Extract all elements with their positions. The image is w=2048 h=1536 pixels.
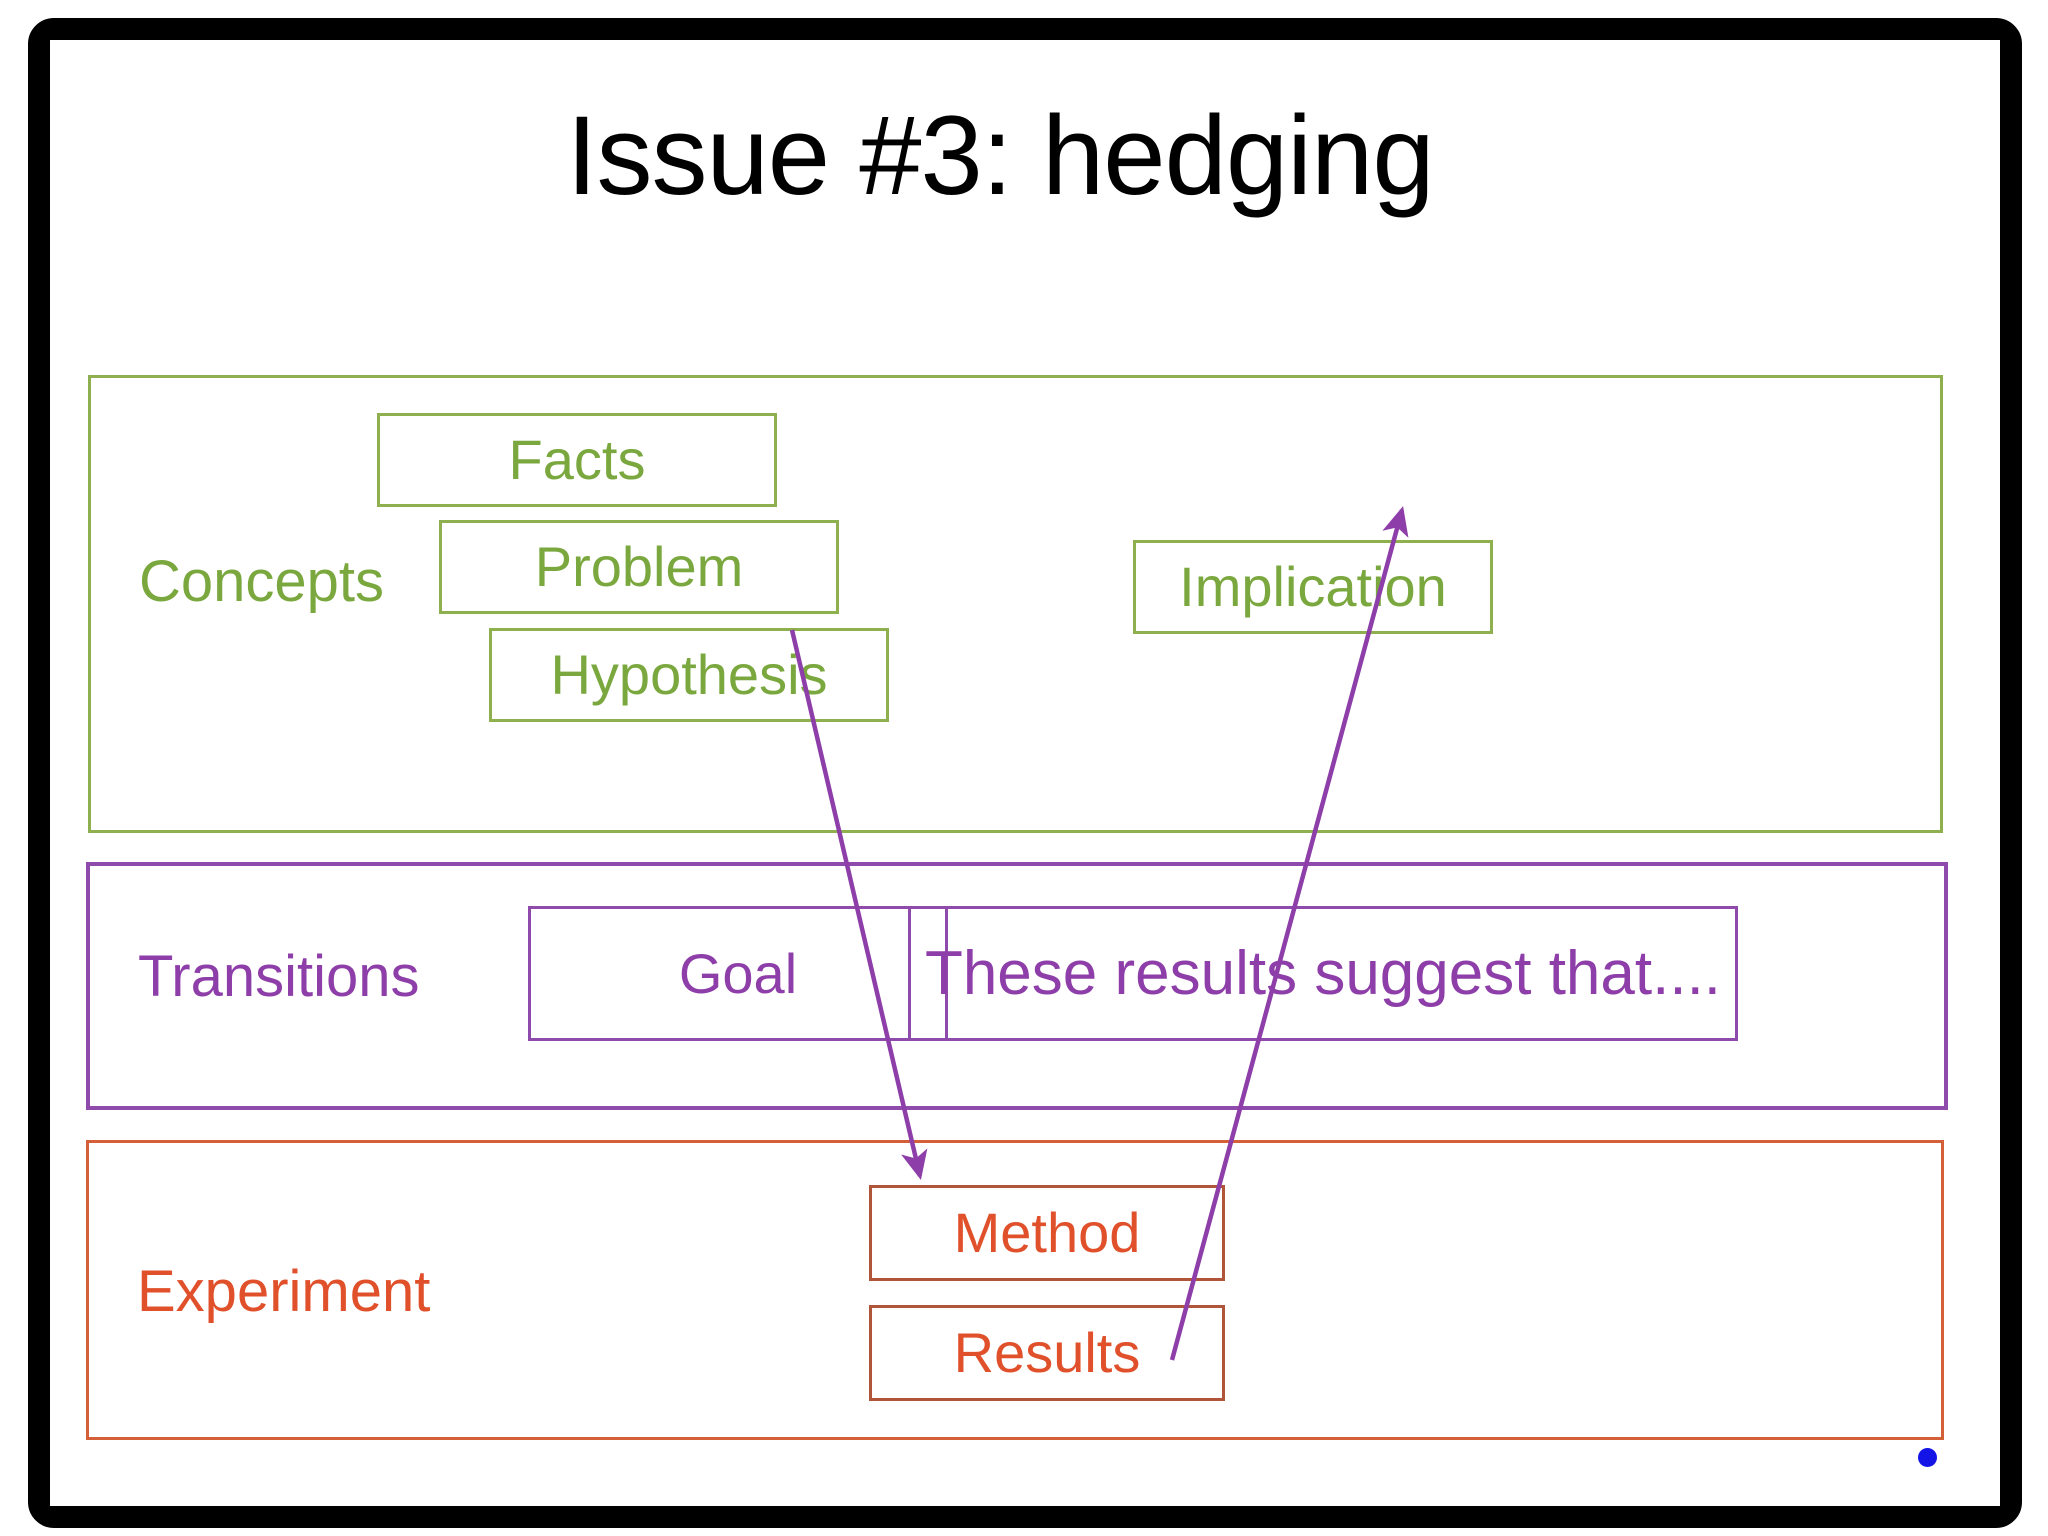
node-facts[interactable]: Facts [377, 413, 777, 507]
node-goal-label: Goal [678, 941, 798, 1005]
node-results[interactable]: Results [869, 1305, 1225, 1401]
node-these-results-suggest-label: These results suggest that.... [924, 938, 1722, 1008]
node-facts-label: Facts [508, 428, 646, 491]
node-goal[interactable]: Goal [528, 906, 948, 1041]
node-implication-label: Implication [1179, 555, 1447, 618]
slide-canvas: Issue #3: hedging Concepts Facts Problem… [50, 40, 2000, 1506]
node-hypothesis-label: Hypothesis [550, 643, 828, 706]
band-label-experiment: Experiment [137, 1259, 431, 1324]
laser-pointer-dot [1918, 1448, 1937, 1467]
node-these-results-suggest[interactable]: These results suggest that.... [908, 906, 1738, 1041]
band-transitions: Transitions Goal These results suggest t… [86, 862, 1948, 1110]
band-label-transitions: Transitions [138, 944, 420, 1009]
page-title: Issue #3: hedging [566, 93, 1434, 218]
node-problem[interactable]: Problem [439, 520, 839, 614]
band-concepts: Concepts Facts Problem Hypothesis Implic… [88, 375, 1943, 833]
band-label-concepts: Concepts [139, 549, 385, 614]
band-experiment: Experiment Method Results [86, 1140, 1944, 1440]
node-method-label: Method [953, 1201, 1141, 1264]
node-results-label: Results [953, 1321, 1141, 1384]
node-hypothesis[interactable]: Hypothesis [489, 628, 889, 722]
node-implication[interactable]: Implication [1133, 540, 1493, 634]
node-method[interactable]: Method [869, 1185, 1225, 1281]
node-problem-label: Problem [534, 535, 744, 598]
